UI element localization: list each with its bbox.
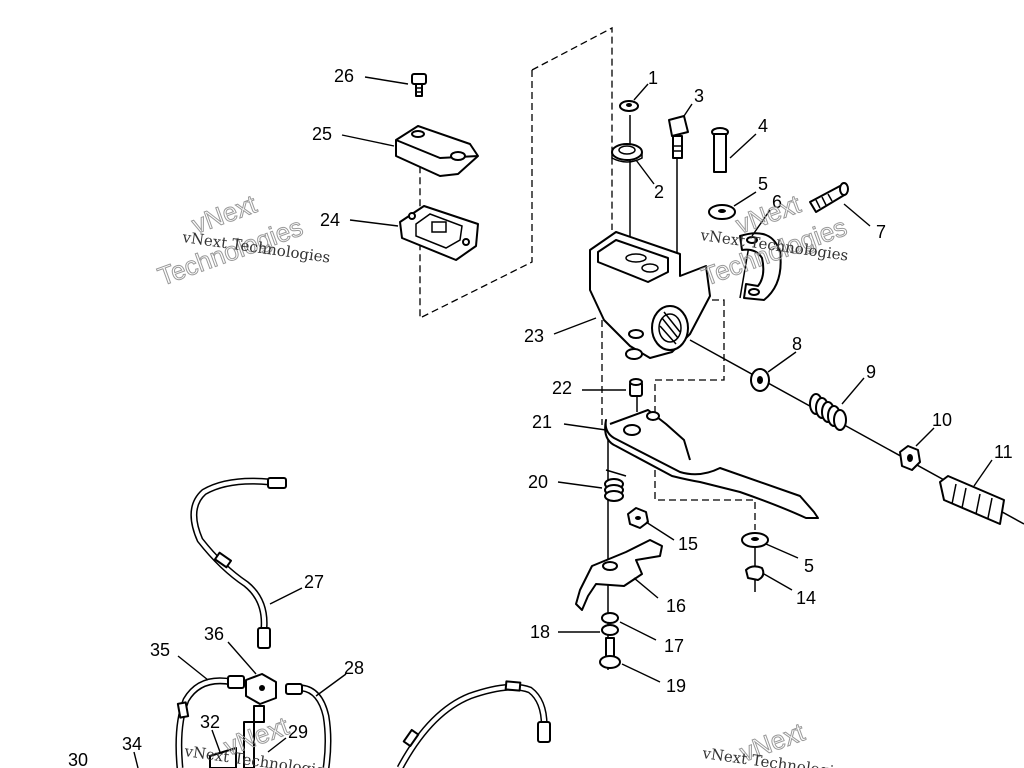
callout-5-upper: 5 [758, 174, 768, 194]
part-9-spring [809, 393, 847, 431]
part-20-spring [604, 469, 627, 502]
callout-16: 16 [666, 596, 686, 616]
part-11-switch [939, 475, 1005, 525]
callout-35: 35 [150, 640, 170, 660]
callout-14: 14 [796, 588, 816, 608]
callout-10: 10 [932, 410, 952, 430]
callout-18: 18 [530, 622, 550, 642]
part-8-washer [750, 368, 770, 392]
callout-20: 20 [528, 472, 548, 492]
part-22-bushing [629, 378, 643, 397]
callout-24: 24 [320, 210, 340, 230]
part-5-washer-upper [708, 204, 736, 220]
part-15-nut [627, 507, 649, 529]
part-19-bolt [599, 637, 621, 669]
part-24-diaphragm [399, 205, 479, 261]
callout-28: 28 [344, 658, 364, 678]
callout-29: 29 [288, 722, 308, 742]
part-16-bracket [575, 539, 663, 611]
callout-9: 9 [866, 362, 876, 382]
callout-22: 22 [552, 378, 572, 398]
part-32-bracket [209, 747, 237, 768]
callout-11: 11 [994, 442, 1013, 462]
part-7-bolt [809, 182, 849, 213]
callout-4: 4 [758, 116, 768, 136]
callout-19: 19 [666, 676, 686, 696]
watermark-lower-right: vNext vNext Technologies [700, 716, 851, 768]
callout-26: 26 [334, 66, 354, 86]
part-14-e-clip [745, 565, 765, 581]
callout-30: 30 [68, 750, 88, 768]
callout-3: 3 [694, 86, 704, 106]
callout-25: 25 [312, 124, 332, 144]
part-27-brake-hose [190, 477, 287, 649]
part-3-screw [668, 115, 689, 159]
callout-leaders [133, 76, 993, 768]
part-6-clamp [739, 232, 782, 301]
callout-6: 6 [772, 192, 782, 212]
part-4-pivot-pin [711, 127, 729, 173]
part-23-master-cylinder-body [589, 231, 711, 360]
part-5-washer-lower [741, 532, 769, 548]
part-28-brake-hose [285, 680, 551, 768]
callout-5-lower: 5 [804, 556, 814, 576]
callout-32: 32 [200, 712, 220, 732]
callout-27: 27 [304, 572, 324, 592]
part-26-screw [411, 73, 427, 97]
part-1-cap [619, 100, 639, 112]
callout-2: 2 [654, 182, 664, 202]
callout-15: 15 [678, 534, 698, 554]
part-25-reservoir-cover [395, 125, 479, 177]
part-2-boot [611, 143, 643, 163]
part-35-brake-hose [175, 675, 245, 768]
callout-7: 7 [876, 222, 886, 242]
callout-1: 1 [648, 68, 658, 88]
callout-numbers: 26 25 24 1 3 4 2 5 6 7 23 8 9 22 10 21 1… [68, 66, 1013, 768]
callout-23: 23 [524, 326, 544, 346]
callout-34: 34 [122, 734, 142, 754]
part-17-washer [601, 612, 619, 636]
part-36-junction-block [243, 673, 277, 768]
watermark-upper-left: vNext Technologies vNext Technologies [153, 188, 331, 292]
callout-17: 17 [664, 636, 684, 656]
part-10-nut [899, 445, 921, 471]
part-21-brake-lever [604, 409, 819, 519]
assembly-guide-lines [419, 26, 1024, 670]
callout-36: 36 [204, 624, 224, 644]
callout-21: 21 [532, 412, 552, 432]
callout-8: 8 [792, 334, 802, 354]
